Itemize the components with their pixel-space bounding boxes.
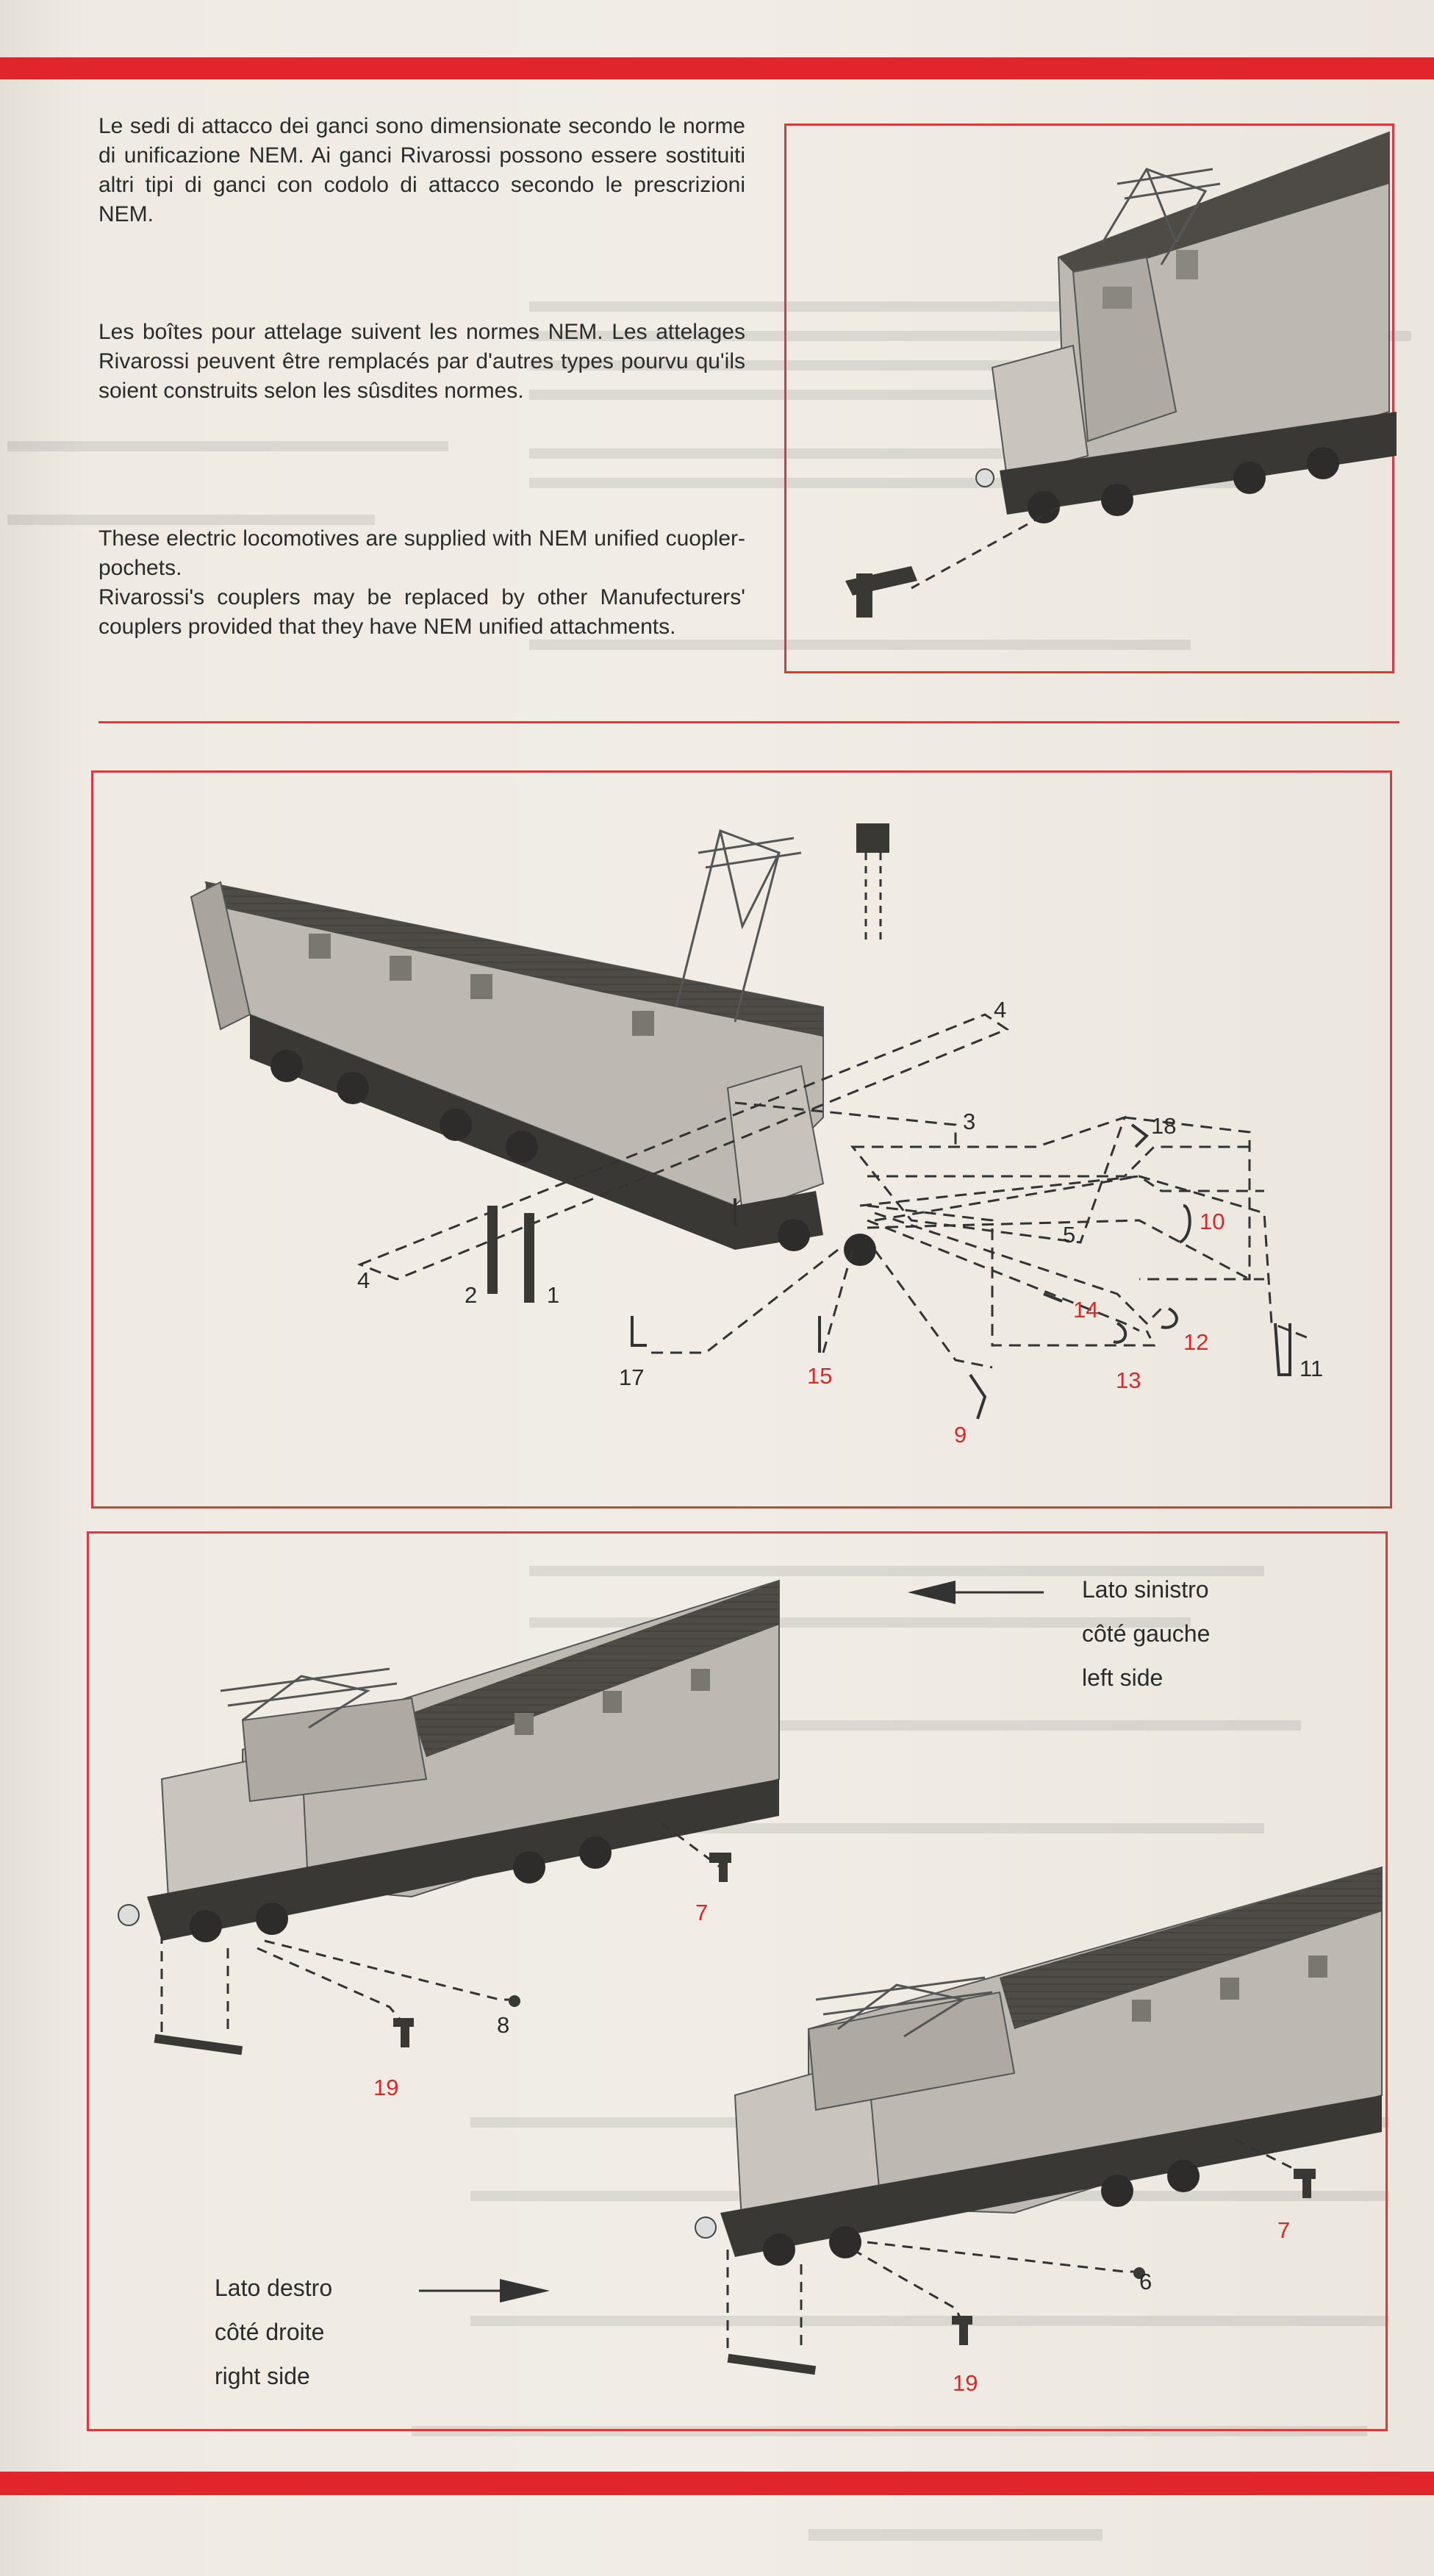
bottom-red-rule [0, 2472, 1434, 2495]
left-side-caption: Lato sinistro côté gauche left side [1082, 1567, 1210, 1700]
part-label-15: 15 [807, 1363, 832, 1389]
right-side-french: côté droite [215, 2319, 325, 2345]
arrow-right-icon [419, 2279, 550, 2303]
left-side-italian: Lato sinistro [1082, 1576, 1209, 1603]
intro-english: These electric locomotives are supplied … [98, 524, 745, 642]
intro-french-text: Les boîtes pour attelage suivent les nor… [98, 320, 745, 403]
right-side-english: right side [215, 2363, 310, 2389]
part-label-19-left: 19 [373, 2075, 398, 2100]
part-label-4-left: 4 [357, 1267, 370, 1293]
part-label-2: 2 [465, 1282, 477, 1308]
intro-english-text-1: These electric locomotives are supplied … [98, 526, 745, 580]
part-label-7-right: 7 [1277, 2217, 1290, 2243]
arrow-left-icon [908, 1581, 1044, 1604]
exploded-part-labels-red: 10 14 12 13 15 9 [807, 1209, 1225, 1448]
intro-italian: Le sedi di attacco dei ganci sono dimens… [98, 112, 745, 229]
coupler-icon [845, 566, 917, 618]
locomotive-front-closeup [845, 131, 1397, 618]
part-label-8: 8 [497, 2012, 509, 2038]
right-view-part-labels: 7 6 19 [953, 2217, 1290, 2396]
pantograph-icon [815, 1976, 993, 2038]
part-label-1: 1 [547, 1282, 559, 1308]
part-label-9: 9 [954, 1422, 967, 1448]
left-view-part-labels: 7 8 19 [373, 1900, 708, 2100]
pantograph-icon [1101, 168, 1221, 265]
part-label-19-right: 19 [953, 2370, 978, 2396]
part-label-13: 13 [1116, 1367, 1141, 1393]
pantograph-icon [220, 1667, 398, 1729]
exploded-part-labels-black: 4 4 3 18 5 2 1 17 11 [357, 997, 1323, 1390]
part-label-5: 5 [1063, 1222, 1075, 1248]
part-label-17: 17 [619, 1364, 644, 1390]
intro-french: Les boîtes pour attelage suivent les nor… [98, 318, 745, 406]
exploded-view-frame [91, 770, 1392, 1509]
coupler-illustration-frame [784, 124, 1394, 673]
part-label-3: 3 [963, 1109, 975, 1134]
intro-english-text-2: Rivarossi's couplers may be replaced by … [98, 585, 745, 639]
part-label-7-left: 7 [695, 1900, 708, 1925]
right-side-italian: Lato destro [215, 2275, 333, 2301]
part-label-11: 11 [1299, 1356, 1323, 1381]
intro-italian-text: Le sedi di attacco dei ganci sono dimens… [98, 114, 745, 226]
part-label-14: 14 [1073, 1297, 1098, 1323]
left-side-french: côté gauche [1082, 1620, 1211, 1647]
part-label-18: 18 [1151, 1113, 1176, 1139]
part-label-10: 10 [1200, 1209, 1225, 1234]
coupler-icon [856, 823, 889, 941]
right-side-caption: Lato destro côté droite right side [215, 2266, 332, 2398]
part-label-4-top: 4 [994, 997, 1006, 1023]
left-side-view-locomotive [118, 1579, 780, 2056]
top-red-rule [0, 57, 1434, 79]
part-label-12: 12 [1183, 1329, 1208, 1355]
side-views-frame [87, 1531, 1388, 2431]
part-label-6: 6 [1139, 2269, 1152, 2294]
exploded-view-locomotive [190, 823, 1309, 1420]
section-divider [98, 721, 1399, 723]
pantograph-icon [675, 829, 802, 1023]
right-side-view-locomotive [695, 1866, 1383, 2375]
left-side-english: left side [1082, 1664, 1164, 1691]
